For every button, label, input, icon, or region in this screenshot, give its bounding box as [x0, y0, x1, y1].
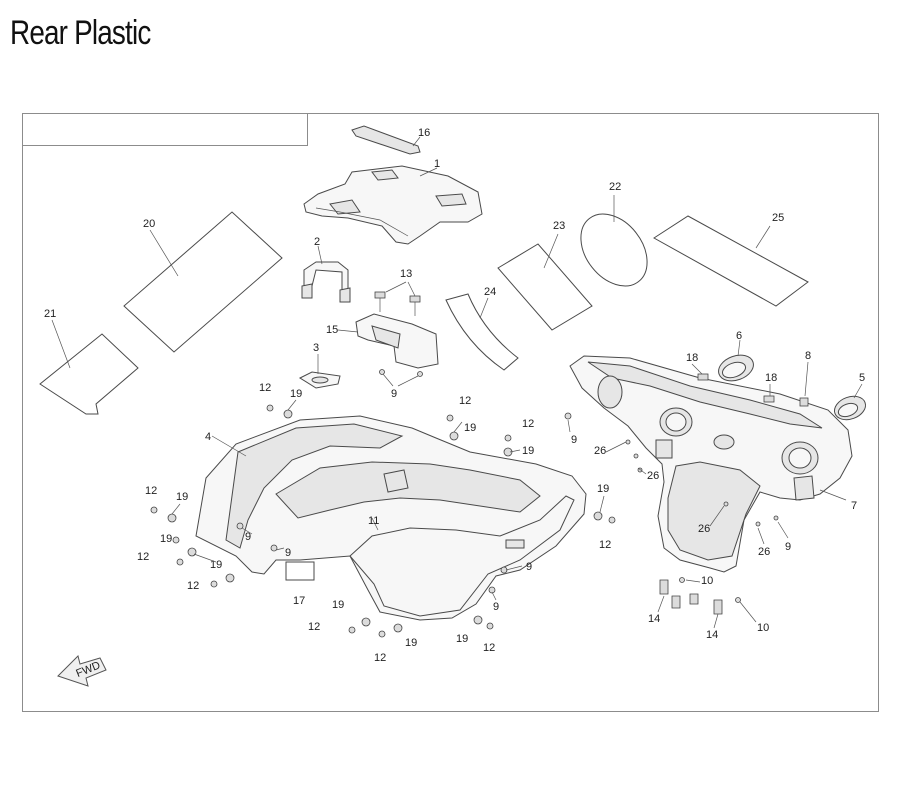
callout-12-g: 12 [187, 580, 199, 592]
callout-19-a: 19 [290, 388, 302, 400]
callout-26-d: 26 [758, 546, 770, 558]
callout-26-b: 26 [647, 470, 659, 482]
callout-1: 1 [434, 158, 440, 170]
callout-14-a: 14 [648, 613, 660, 625]
part-8-cap [799, 361, 809, 407]
callout-26-a: 26 [594, 445, 606, 457]
part-18-clips [691, 363, 775, 403]
callout-3: 3 [313, 342, 319, 354]
callout-22: 22 [609, 181, 621, 193]
part-25-decal-sheet [653, 215, 809, 307]
callout-19-d: 19 [176, 491, 188, 503]
callout-12-c: 12 [522, 418, 534, 430]
part-9-nuts-top [379, 369, 423, 387]
callout-9-e: 9 [785, 541, 791, 553]
part-6-cup [718, 339, 754, 382]
part-4-rear-fender [195, 415, 587, 621]
callout-19-c: 19 [522, 445, 534, 457]
callout-9-f: 9 [526, 561, 532, 573]
callout-6: 6 [736, 330, 742, 342]
callout-23: 23 [553, 220, 565, 232]
callout-25: 25 [772, 212, 784, 224]
callout-labels: 16 1 22 25 20 2 13 23 24 21 15 3 9 6 18 … [44, 127, 865, 664]
callout-26-c: 26 [698, 523, 710, 535]
callout-15: 15 [326, 324, 338, 336]
callout-7: 7 [851, 500, 857, 512]
callout-19-h: 19 [332, 599, 344, 611]
callout-19-g: 19 [210, 559, 222, 571]
part-2-u-bracket [301, 245, 351, 303]
callout-18-right: 18 [765, 372, 777, 384]
callout-13: 13 [400, 268, 412, 280]
callout-leaders [171, 399, 789, 601]
callout-5: 5 [859, 372, 865, 384]
callout-12-e: 12 [599, 539, 611, 551]
callout-12-j: 12 [483, 642, 495, 654]
callout-12-i: 12 [374, 652, 386, 664]
callout-2: 2 [314, 236, 320, 248]
callout-16: 16 [418, 127, 430, 139]
callout-19-j: 19 [456, 633, 468, 645]
callout-17: 17 [293, 595, 305, 607]
fwd-arrow-icon: FWD [57, 655, 107, 687]
part-15-mount-bracket [337, 313, 439, 369]
part-17-decal [285, 561, 315, 581]
part-16-strip [351, 125, 421, 155]
callout-21: 21 [44, 308, 56, 320]
callout-4: 4 [205, 431, 211, 443]
callout-11: 11 [368, 515, 379, 527]
callout-24: 24 [484, 286, 496, 298]
part-3-plate [298, 354, 341, 389]
diagram-frame [22, 113, 879, 712]
callout-18-left: 18 [686, 352, 698, 364]
callout-9-c: 9 [245, 531, 251, 543]
callout-19-f: 19 [160, 533, 172, 545]
part-23-decal-sheet [497, 233, 593, 331]
callout-20: 20 [143, 218, 155, 230]
part-7-storage-box [569, 355, 853, 573]
callout-19-e: 19 [597, 483, 609, 495]
part-21-decal-sheet [39, 319, 139, 415]
callout-12-a: 12 [259, 382, 271, 394]
callout-14-b: 14 [706, 629, 718, 641]
callout-9-top: 9 [391, 388, 397, 400]
callout-12-b: 12 [459, 395, 471, 407]
page-title: Rear Plastic [10, 14, 151, 52]
callout-12-f: 12 [137, 551, 149, 563]
part-24-curved-decal [445, 293, 519, 371]
callout-19-b: 19 [464, 422, 476, 434]
part-1-cargo-cover [303, 165, 483, 245]
callout-12-h: 12 [308, 621, 320, 633]
callout-19-i: 19 [405, 637, 417, 649]
callout-8: 8 [805, 350, 811, 362]
part-13-bolts [374, 281, 421, 316]
part-22-oval-decal [580, 195, 648, 287]
diagram-header-box [22, 113, 308, 146]
callout-9-g: 9 [493, 601, 499, 613]
part-5-cup [834, 383, 866, 421]
callout-10-a: 10 [701, 575, 713, 587]
callout-12-d: 12 [145, 485, 157, 497]
fender-hardware [150, 404, 779, 638]
part-14-clips [657, 577, 757, 629]
callout-9-b: 9 [571, 434, 577, 446]
callout-9-d: 9 [285, 547, 291, 559]
callout-10-b: 10 [757, 622, 769, 634]
part-20-decal-sheet [123, 211, 283, 353]
